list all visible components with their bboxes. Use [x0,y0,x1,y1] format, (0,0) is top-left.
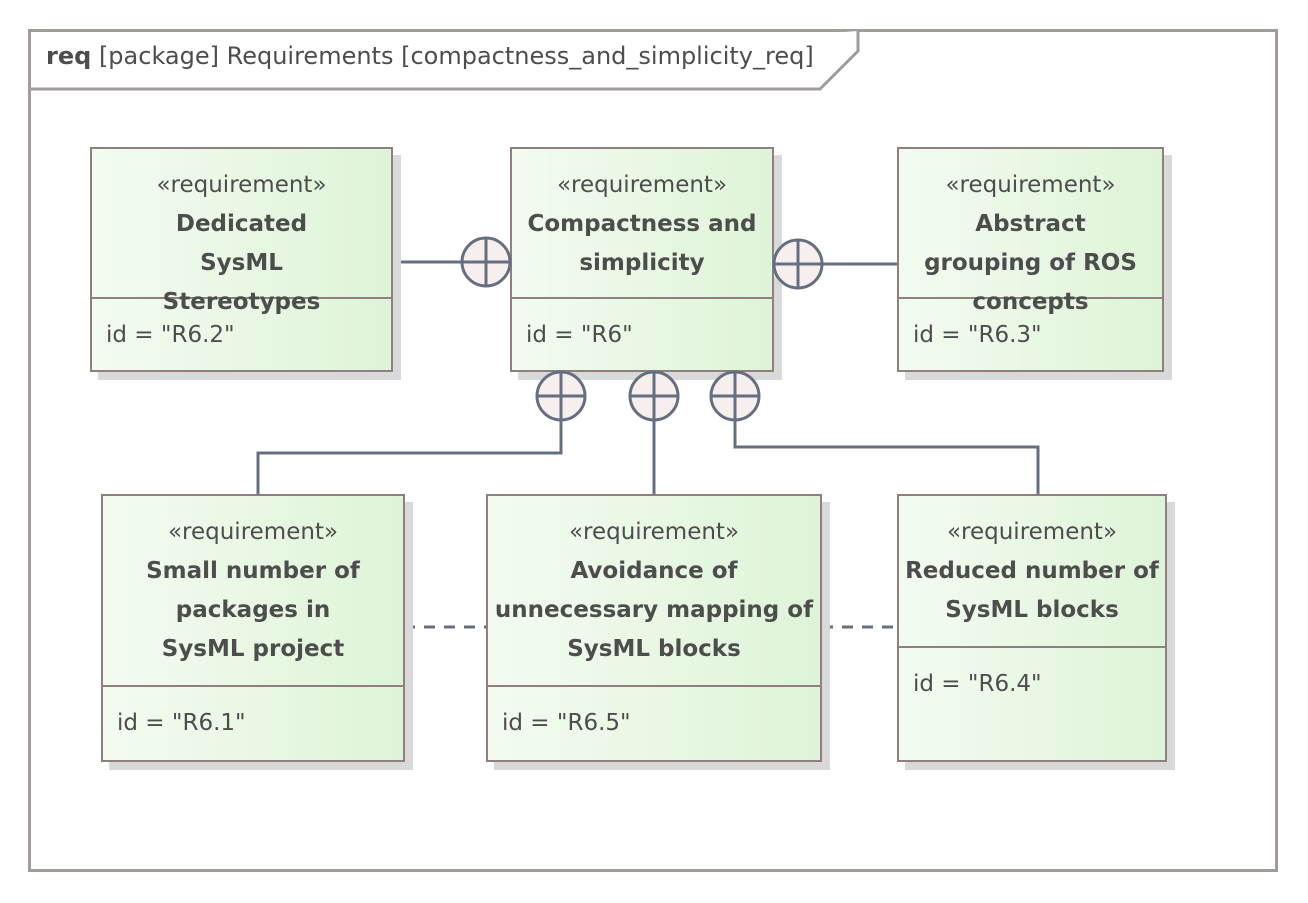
requirement-name: Compactness and simplicity [527,211,757,276]
frame-tab-outline [31,31,860,91]
requirement-header: «requirement» Avoidance of unnecessary m… [488,496,820,687]
requirement-r61[interactable]: «requirement» Small number of packages i… [101,494,405,762]
stereotype-label: «requirement» [167,519,339,545]
requirement-name: Avoidance of unnecessary mapping of SysM… [494,558,814,662]
requirement-r65[interactable]: «requirement» Avoidance of unnecessary m… [486,494,822,762]
requirement-header: «requirement» Abstract grouping of ROS c… [899,149,1162,315]
requirement-id: id = "R6.2" [106,322,235,348]
requirement-id: id = "R6.3" [913,322,1042,348]
stereotype-label: «requirement» [568,519,740,545]
requirement-name: Small number of packages in SysML projec… [146,558,360,662]
stereotype-label: «requirement» [946,519,1118,545]
diagram-frame [28,29,1278,872]
requirement-name: Dedicated SysML Stereotypes [162,211,321,315]
stereotype-label: «requirement» [556,172,728,198]
frame-kind: req [46,42,92,70]
requirement-header: «requirement» Reduced number of SysML bl… [899,496,1165,648]
frame-title-rest: [package] Requirements [compactness_and_… [98,42,814,70]
requirement-name: Abstract grouping of ROS concepts [924,211,1137,315]
requirement-r6[interactable]: «requirement» Compactness and simplicity… [510,147,774,372]
stereotype-label: «requirement» [156,172,327,198]
requirement-header: «requirement» Small number of packages i… [103,496,403,687]
requirement-r64[interactable]: «requirement» Reduced number of SysML bl… [897,494,1167,762]
requirement-id: id = "R6" [526,322,633,348]
requirement-id: id = "R6.1" [117,710,246,736]
frame-title: req [package] Requirements [compactness_… [46,42,814,70]
requirement-r62[interactable]: «requirement» Dedicated SysML Stereotype… [90,147,393,372]
containment-line-r61[interactable] [256,420,563,496]
containment-line-r64[interactable] [733,420,1040,496]
stereotype-label: «requirement» [945,172,1116,198]
requirement-name: Reduced number of SysML blocks [905,558,1159,623]
requirement-header: «requirement» Compactness and simplicity [512,149,772,299]
requirement-id: id = "R6.5" [502,710,631,736]
requirement-id: id = "R6.4" [913,671,1042,697]
requirement-r63[interactable]: «requirement» Abstract grouping of ROS c… [897,147,1164,372]
requirement-header: «requirement» Dedicated SysML Stereotype… [92,149,391,315]
